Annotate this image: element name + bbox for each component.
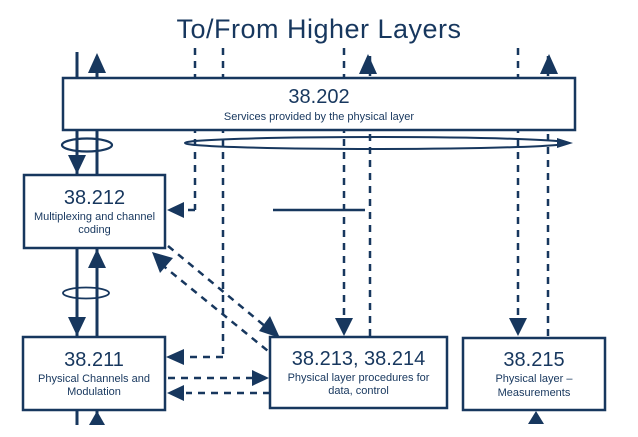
box-38211 (21, 335, 167, 412)
spec-desc: Physical Channels and Modulation (38, 372, 150, 398)
spec-code: 38.213, 38.214 (291, 347, 426, 370)
sap-ellipse-left-lower (62, 286, 110, 300)
arrow-down-into-38212 (68, 155, 86, 174)
arrow-right-into-38213 (252, 370, 269, 386)
sap-ellipse-left-upper (60, 137, 114, 153)
arrow-left-into-38212 (167, 202, 184, 218)
arrow-left-into-38211-lower (167, 385, 184, 401)
dashed-diagonal-38212-to-38213 (167, 245, 267, 328)
spec-desc: Services provided by the physical layer (223, 111, 415, 124)
arrowheads (68, 53, 558, 425)
box-38215 (461, 336, 607, 412)
spec-code: 38.202 (288, 86, 350, 109)
spec-boxes (21, 76, 607, 412)
arrow-up-into-38212 (88, 249, 106, 268)
label-38202: 38.202 Services provided by the physical… (63, 80, 575, 130)
arrow-up-to-higher-layers (88, 53, 106, 73)
spec-code: 38.215 (503, 349, 565, 372)
label-38212: 38.212 Multiplexing and channel coding (24, 177, 165, 246)
sap-ellipse-wide (184, 136, 568, 150)
arrow-up-below-38215 (528, 411, 544, 424)
dashed-diagonal-38213-to-38212 (160, 263, 269, 352)
box-38212 (22, 173, 167, 250)
arrow-up-below-38211 (89, 411, 105, 425)
spec-desc: Multiplexing and channel coding (33, 210, 156, 236)
arrow-up-from-38213 (359, 54, 377, 74)
label-38215: 38.215 Physical layer – Measurements (463, 340, 605, 408)
spec-code: 38.211 (64, 348, 124, 371)
spec-desc: Physical layer procedures for data, cont… (287, 371, 430, 397)
arrow-up-from-38215 (540, 54, 558, 74)
box-38213-38214 (268, 335, 449, 410)
dashed-connectors (160, 208, 270, 395)
label-38213-38214: 38.213, 38.214 Physical layer procedures… (270, 339, 447, 406)
box-38202 (61, 76, 577, 132)
sap-ellipse-tip (557, 138, 573, 148)
spec-desc: Physical layer – Measurements (495, 373, 573, 399)
label-38211: 38.211 Physical Channels and Modulation (23, 339, 165, 408)
diagram-title: To/From Higher Layers (176, 14, 462, 44)
arrow-diag-into-38212 (152, 252, 173, 273)
arrow-diag-into-38213 (259, 316, 280, 338)
interface-ellipses (60, 136, 573, 300)
arrow-down-into-38213 (335, 318, 353, 336)
arrow-down-into-38211 (68, 317, 86, 336)
spec-code: 38.212 (63, 186, 126, 209)
arrow-left-into-38211 (166, 349, 184, 365)
arrow-down-into-38215 (509, 318, 527, 336)
